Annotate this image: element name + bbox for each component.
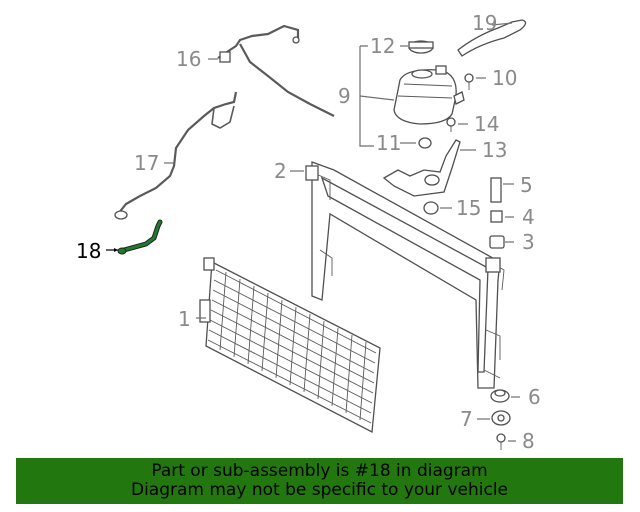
leader-lines [106, 22, 520, 442]
part-2-radiator-frame[interactable] [305, 161, 505, 389]
callout-19: 19 [472, 11, 497, 35]
part-16-hose[interactable] [217, 24, 335, 117]
callout-8: 8 [522, 429, 535, 453]
notice-banner: Part or sub-assembly is #18 in diagram D… [16, 458, 623, 504]
callout-18: 18 [76, 239, 101, 263]
part-12-tank-cap[interactable] [408, 40, 434, 54]
callout-3: 3 [522, 230, 535, 254]
part-18-hose[interactable] [117, 219, 163, 255]
part-6-mount[interactable] [490, 389, 510, 403]
part-1-radiator[interactable] [199, 257, 381, 434]
callout-7: 7 [460, 407, 473, 431]
part-19-hose[interactable] [457, 19, 527, 57]
callout-6: 6 [528, 385, 541, 409]
part-14-bolt[interactable] [446, 117, 456, 132]
part-13-bracket[interactable] [382, 139, 461, 197]
callout-labels: 1 2 3 4 5 6 7 8 9 10 11 12 13 14 15 16 1… [76, 11, 541, 453]
part-9-expansion-tank[interactable] [393, 65, 465, 125]
callout-16: 16 [176, 47, 201, 71]
callout-15: 15 [456, 196, 481, 220]
callout-1: 1 [178, 307, 191, 331]
callout-5: 5 [520, 173, 533, 197]
part-4-clip[interactable] [490, 210, 503, 223]
callout-9: 9 [338, 84, 351, 108]
banner-line-1: Part or sub-assembly is #18 in diagram [151, 461, 488, 481]
callout-13: 13 [482, 138, 507, 162]
part-3-mount[interactable] [489, 235, 505, 249]
part-10-bolt[interactable] [464, 73, 474, 90]
callout-14: 14 [474, 112, 499, 136]
part-15-grommet[interactable] [423, 201, 439, 215]
callout-4: 4 [522, 205, 535, 229]
callout-17: 17 [134, 151, 159, 175]
part-7-bushing[interactable] [491, 410, 511, 426]
part-5-pin[interactable] [490, 177, 502, 203]
banner-line-2: Diagram may not be specific to your vehi… [130, 480, 508, 500]
callout-11: 11 [376, 131, 401, 155]
part-8-bolt[interactable] [496, 433, 506, 450]
callout-12: 12 [370, 34, 395, 58]
part-11-grommet[interactable] [418, 137, 432, 149]
callout-10: 10 [492, 66, 517, 90]
callout-2: 2 [274, 159, 287, 183]
part-17-hose[interactable] [114, 91, 238, 220]
